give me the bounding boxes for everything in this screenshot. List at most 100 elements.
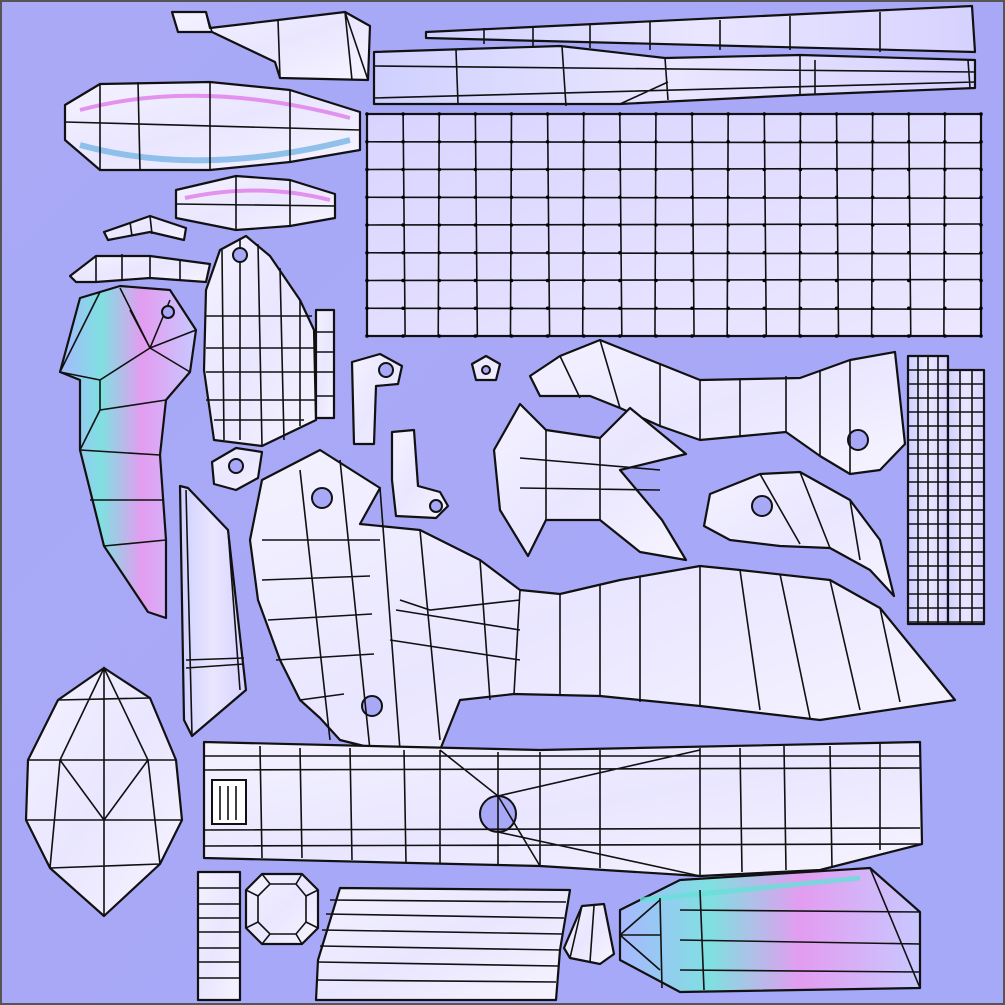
uv-vertex [545,306,550,311]
uv-vertex [834,195,839,200]
uv-vertex [943,223,947,227]
uv-vertex [509,112,514,116]
uv-vertex [943,167,947,172]
uv-island-grip-lozenge [63,80,362,172]
uv-island-hammer [390,428,450,520]
uv-vertex [401,223,405,227]
uv-vertex [473,195,478,200]
uv-vertex [906,306,911,311]
uv-vertex [943,250,947,255]
uv-vertex [509,167,514,172]
uv-vertex [581,334,586,338]
uv-vertex [834,223,839,227]
uv-vertex [798,139,803,144]
uv-vertex [473,223,478,227]
uv-vertex [943,195,947,200]
uv-vertex [401,195,405,200]
uv-vertex [943,306,947,311]
uv-vertex [762,306,767,311]
uv-island-butterfly [492,402,688,562]
uv-vertex [690,278,694,283]
uv-vertex [798,223,803,227]
uv-vertex [401,112,405,116]
uv-vertex [437,139,442,144]
uv-vertex [762,334,767,338]
uv-vertex [509,250,514,255]
uv-vertex [545,139,550,144]
uv-vertex [581,223,586,227]
uv-vertex [581,195,586,200]
uv-vertex [618,195,622,200]
uv-island-muzzle-end [562,866,922,994]
uv-island-top-flap [170,10,372,82]
uv-vertex [581,250,586,255]
uv-island-stock-grid [365,112,983,338]
uv-vertex [690,306,694,311]
uv-vertex [906,112,911,116]
uv-island-barrel-strip-top [424,4,977,54]
uv-vertex [401,167,405,172]
uv-vertex [618,306,622,311]
uv-island-bottom-ladder [196,870,242,1002]
uv-vertex [798,195,803,200]
uv-vertex [365,167,369,172]
uv-vertex [943,278,947,283]
uv-grid-edge [366,307,982,311]
uv-vertex [437,306,442,311]
uv-vertex [762,250,767,255]
uv-vertex [979,306,983,311]
uv-island-slide-top-strip [202,740,924,878]
uv-vertex [726,306,730,311]
uv-vertex [437,278,442,283]
uv-vertex [654,250,658,255]
uv-vertex [581,306,586,311]
uv-vertex [870,112,875,116]
uv-vertex [690,112,694,116]
uv-vertex [618,334,622,338]
uv-vertex [509,195,514,200]
uv-vertex [654,223,658,227]
uv-vertex [509,278,514,283]
uv-island-pentagon [470,354,502,382]
uv-vertex [654,112,658,116]
uv-vertex [473,112,478,116]
uv-vertex [906,250,911,255]
uv-vertex [834,250,839,255]
uv-vertex [726,250,730,255]
uv-vertex [365,195,369,200]
uv-vertex [581,167,586,172]
uv-vertex [545,250,550,255]
uv-island-grip-checkering [906,354,986,626]
uv-vertex [979,223,983,227]
uv-vertex [545,278,550,283]
uv-vertex [437,167,442,172]
uv-island-bottom-wedge [314,886,572,1002]
uv-vertex [401,334,405,338]
uv-vertex [690,195,694,200]
uv-vertex [906,139,911,144]
uv-vertex [581,278,586,283]
uv-grid-edge [366,140,982,144]
uv-vertex [979,334,983,338]
uv-vertex [654,139,658,144]
uv-island-trigger-guard [58,284,198,620]
uv-grid-edge [366,251,982,255]
uv-vertex [870,139,875,144]
uv-vertex [870,195,875,200]
uv-vertex [726,223,730,227]
uv-vertex [654,278,658,283]
uv-vertex [690,139,694,144]
uv-vertex [365,112,369,116]
uv-vertex [654,167,658,172]
uv-island-slide-side [202,234,336,448]
uv-vertex [365,223,369,227]
uv-island-claw [702,470,896,598]
uv-vertex [618,112,622,116]
uv-island-barrel-strip [372,44,977,107]
uv-vertex [509,306,514,311]
uv-island-octagon [244,872,320,946]
uv-vertex [545,223,550,227]
uv-island-hammer-spur [528,338,907,476]
uv-vertex [979,195,983,200]
